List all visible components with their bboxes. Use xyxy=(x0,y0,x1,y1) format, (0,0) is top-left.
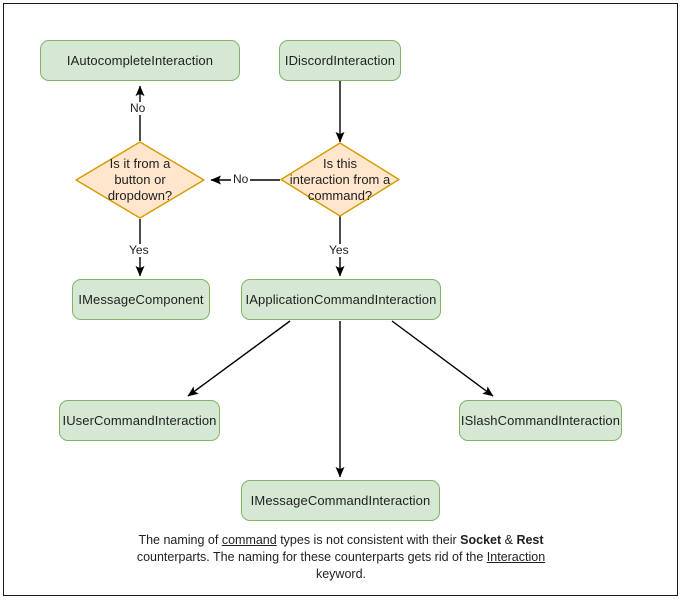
edge-label-yes-left: Yes xyxy=(127,244,151,257)
node-message-component[interactable]: IMessageComponent xyxy=(72,279,210,320)
node-label: IMessageCommandInteraction xyxy=(250,493,431,508)
node-label: ISlashCommandInteraction xyxy=(460,413,621,428)
edge-label-text: Yes xyxy=(329,243,349,257)
node-user-command-interaction[interactable]: IUserCommandInteraction xyxy=(59,400,220,441)
node-label: IMessageComponent xyxy=(78,292,204,307)
node-label: IApplicationCommandInteraction xyxy=(245,292,437,307)
node-slash-command-interaction[interactable]: ISlashCommandInteraction xyxy=(459,400,622,441)
node-autocomplete-interaction[interactable]: IAutocompleteInteraction xyxy=(40,40,240,81)
node-label: IUserCommandInteraction xyxy=(62,413,217,428)
diamond-shape xyxy=(75,141,205,219)
caption-underlined-interaction: Interaction xyxy=(486,550,546,564)
node-discord-interaction[interactable]: IDiscordInteraction xyxy=(279,40,401,81)
node-message-command-interaction[interactable]: IMessageCommandInteraction xyxy=(241,480,440,521)
caption-bold-socket: Socket xyxy=(460,533,502,547)
edge-label-text: Yes xyxy=(129,243,149,257)
diamond-shape xyxy=(280,142,400,217)
edge-app-command-to-slash-command xyxy=(391,320,494,397)
caption-text-3: counterparts. The naming for these xyxy=(136,550,332,564)
caption-text-amp: & xyxy=(501,533,517,547)
edge-app-command-to-user-command xyxy=(187,320,291,397)
caption-text-5: keyword. xyxy=(315,567,367,581)
edge-label-no-up: No xyxy=(128,101,148,115)
caption-bold-rest: Rest xyxy=(516,533,544,547)
edge-label-no-left: No xyxy=(231,172,251,186)
caption-underlined-command: command xyxy=(221,533,277,547)
node-decision-button-or-dropdown[interactable]: Is it from a button or dropdown? xyxy=(75,141,205,219)
caption-text-4: counterparts gets rid of the xyxy=(334,550,487,564)
node-application-command-interaction[interactable]: IApplicationCommandInteraction xyxy=(241,279,441,320)
diagram-caption: The naming of command types is not consi… xyxy=(120,532,562,583)
node-decision-interaction-from-command[interactable]: Is this interaction from a command? xyxy=(280,142,400,217)
edge-label-text: No xyxy=(130,101,146,115)
node-label: IAutocompleteInteraction xyxy=(66,53,214,68)
caption-text-1: The naming of xyxy=(138,533,222,547)
edge-label-text: No xyxy=(233,172,249,186)
edge-label-yes-right: Yes xyxy=(327,244,351,257)
caption-text-2: types is not consistent with their xyxy=(276,533,457,547)
node-label: IDiscordInteraction xyxy=(284,53,396,68)
